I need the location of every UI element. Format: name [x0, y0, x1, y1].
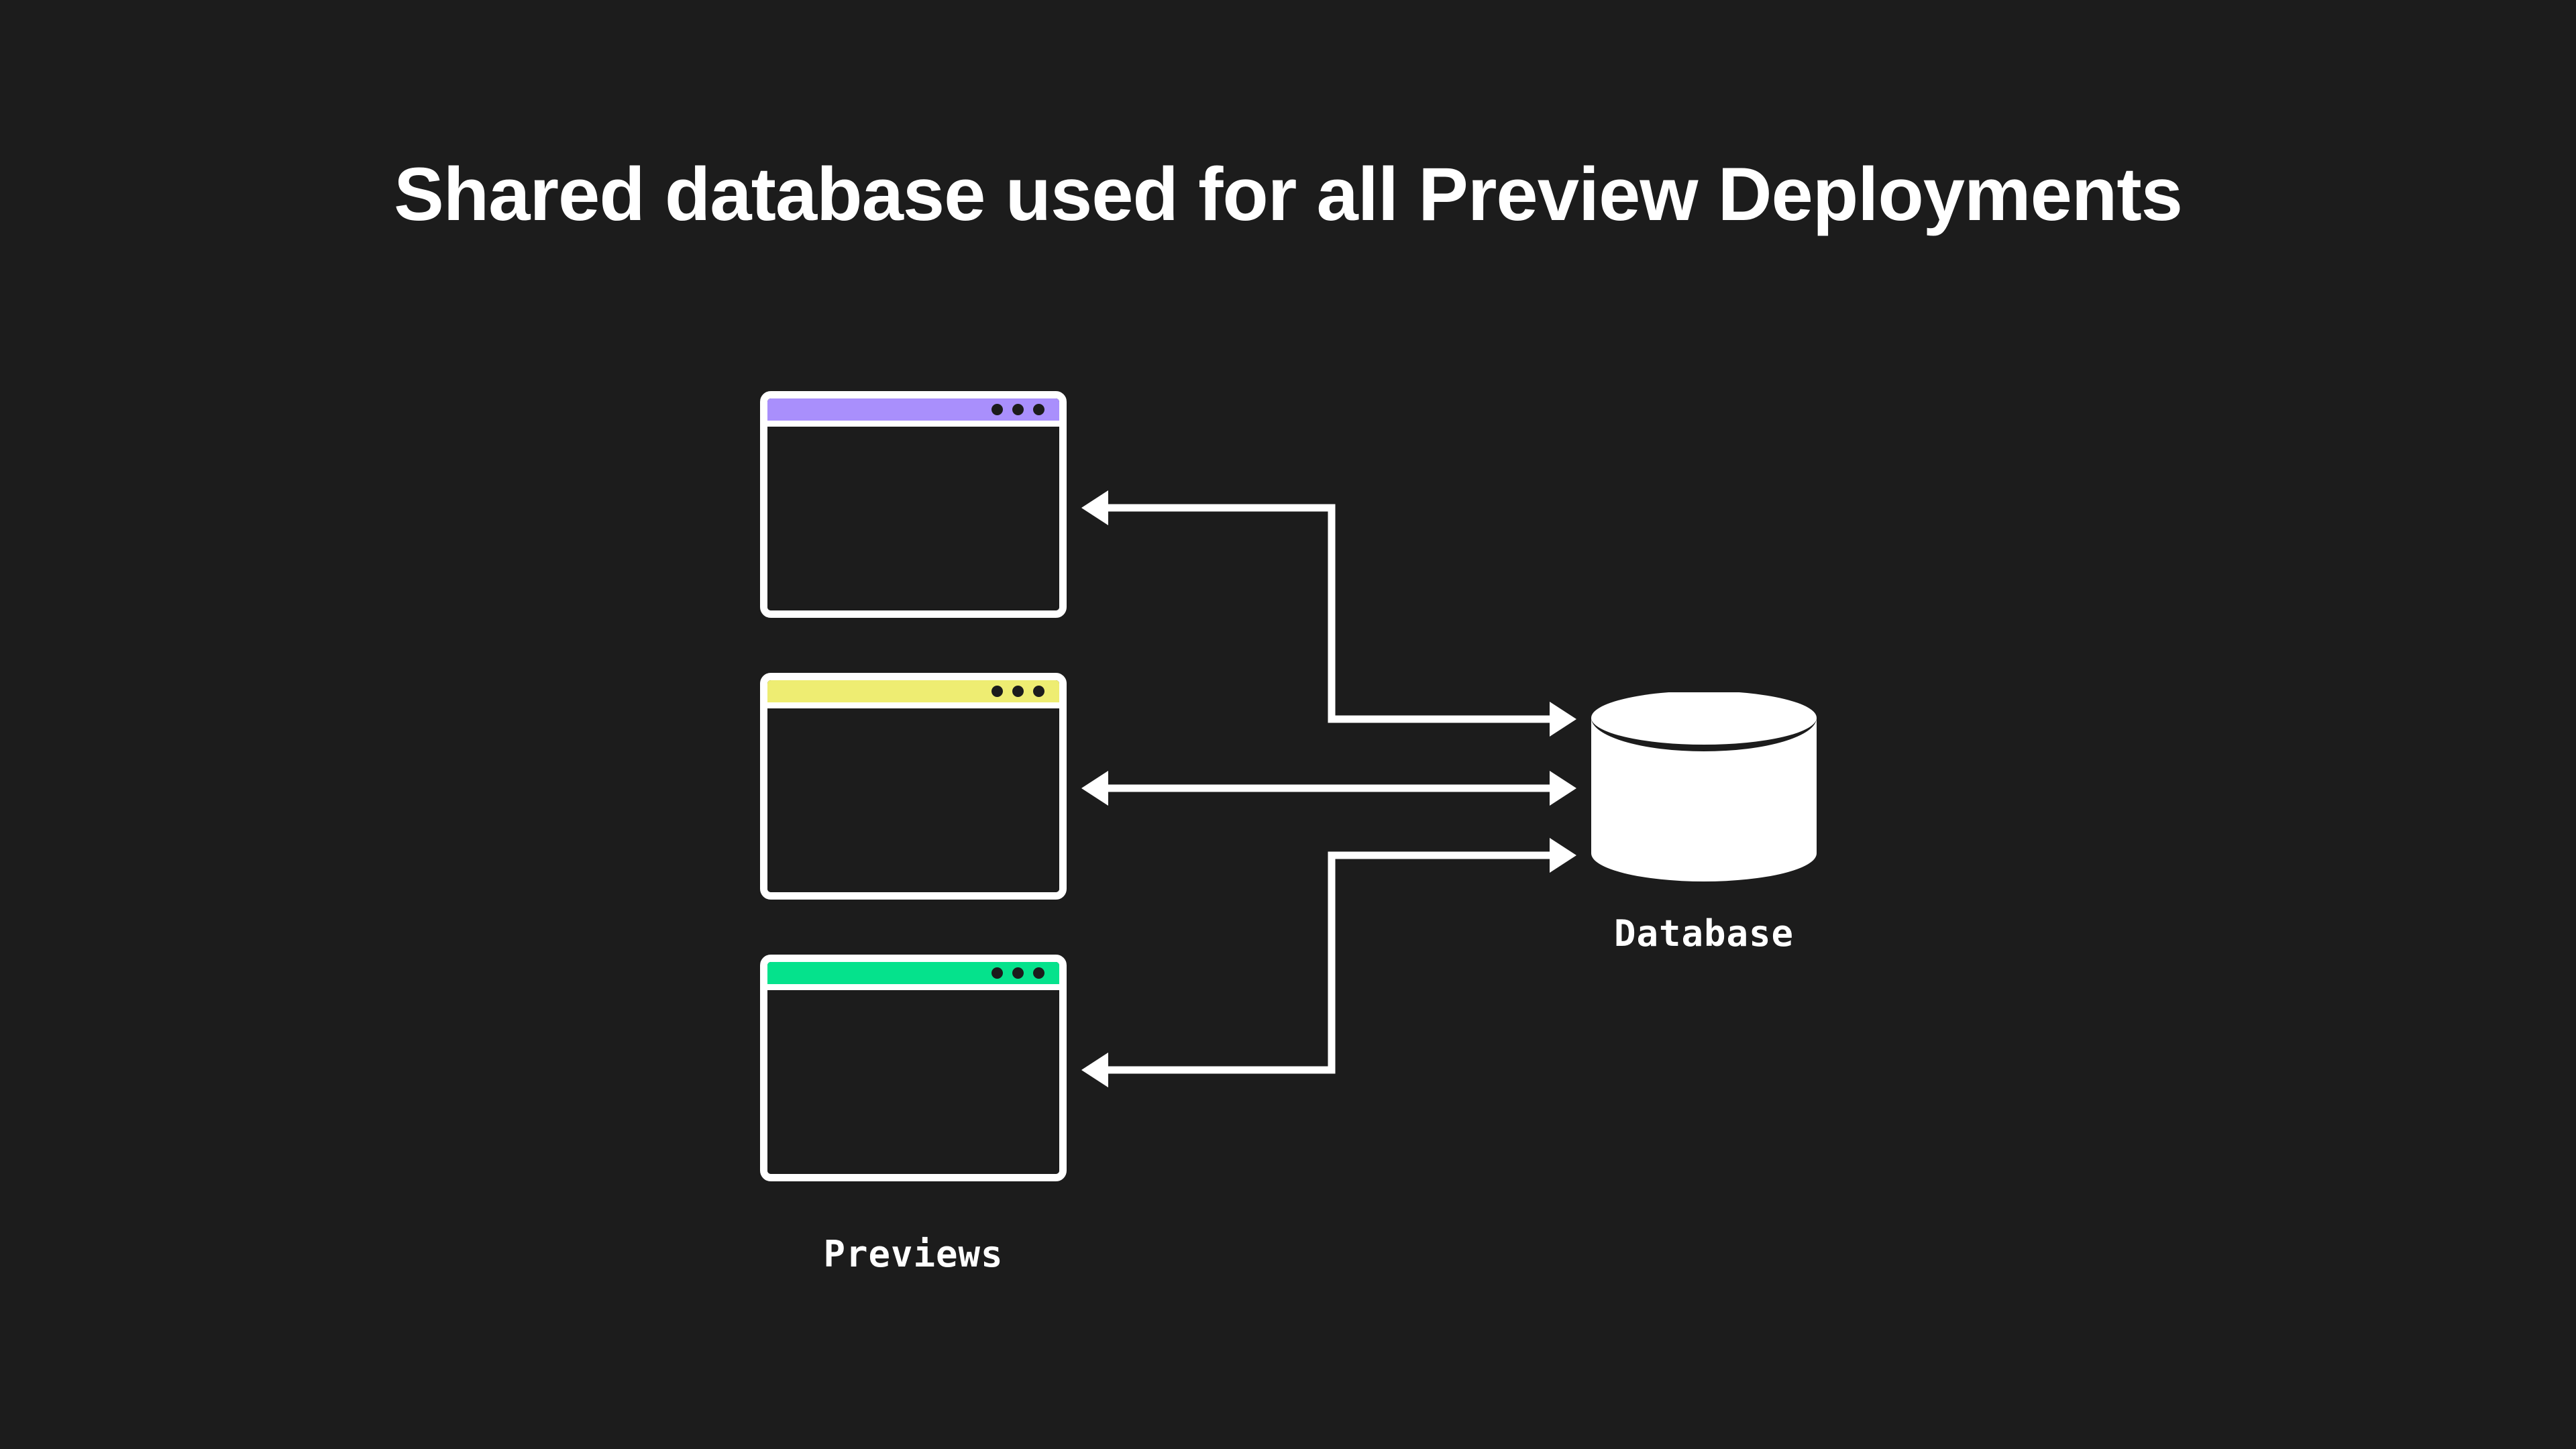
database-icon[interactable] — [1583, 692, 1825, 887]
arrowhead-to-window-2 — [1081, 771, 1108, 806]
window-dot-1 — [991, 404, 1003, 415]
window-viewport-yellow — [767, 708, 1059, 892]
window-viewport-purple — [767, 427, 1059, 610]
page-title: Shared database used for all Preview Dep… — [394, 152, 2183, 236]
window-dot-2 — [1012, 404, 1024, 415]
window-dot-3 — [1033, 686, 1044, 697]
titlebar-green — [767, 962, 1059, 990]
window-dot-2 — [1012, 967, 1024, 979]
database-label: Database — [1613, 912, 1794, 955]
window-dot-2 — [1012, 686, 1024, 697]
window-dot-1 — [991, 686, 1003, 697]
arrowhead-to-window-1 — [1081, 490, 1108, 525]
arrowhead-to-database-top — [1550, 702, 1576, 737]
window-viewport-green — [767, 990, 1059, 1174]
preview-window-green[interactable] — [760, 955, 1067, 1181]
preview-window-yellow[interactable] — [760, 673, 1067, 900]
window-dot-3 — [1033, 404, 1044, 415]
connector-window-3 — [1081, 838, 1576, 1087]
titlebar-purple — [767, 398, 1059, 427]
arrowhead-to-database-bottom — [1550, 838, 1576, 873]
window-dots-green — [991, 967, 1044, 979]
connector-window-1 — [1081, 490, 1576, 737]
titlebar-yellow — [767, 680, 1059, 708]
previews-label: Previews — [823, 1233, 1004, 1275]
connector-window-2 — [1081, 771, 1576, 806]
arrowhead-to-window-3 — [1081, 1053, 1108, 1087]
window-dots-yellow — [991, 686, 1044, 697]
window-dots-purple — [991, 404, 1044, 415]
preview-window-purple[interactable] — [760, 391, 1067, 618]
window-dot-3 — [1033, 967, 1044, 979]
window-dot-1 — [991, 967, 1003, 979]
arrowhead-to-database-mid — [1550, 771, 1576, 806]
